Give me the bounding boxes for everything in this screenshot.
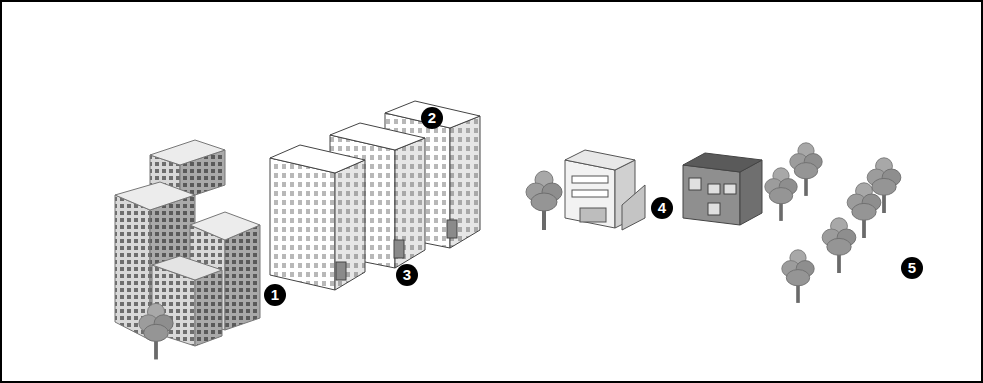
house-window: [724, 184, 736, 194]
tower-face: [225, 225, 260, 330]
callout-number: 4: [651, 197, 673, 219]
house-roof: [565, 150, 635, 170]
callout-number: 3: [396, 264, 418, 286]
office-face: [270, 158, 335, 290]
tree: [822, 218, 856, 273]
office-roof: [385, 101, 480, 128]
house-window: [708, 184, 720, 194]
office-face: [335, 160, 365, 290]
tree: [782, 250, 814, 303]
house-window: [572, 176, 608, 183]
tree: [765, 168, 797, 221]
house-face: [683, 165, 740, 225]
callout-number: 2: [421, 107, 443, 129]
house-garage: [580, 208, 606, 222]
office-face: [395, 138, 425, 268]
tree: [790, 143, 822, 196]
tree: [847, 183, 881, 238]
house-window: [708, 203, 720, 215]
tower-roof: [152, 256, 222, 280]
office-door: [336, 262, 346, 280]
house-face: [565, 160, 615, 228]
tower-roof: [150, 140, 225, 165]
tree: [526, 171, 562, 230]
house-window: [689, 178, 701, 190]
house-roof: [683, 153, 762, 172]
callout-number: 1: [264, 284, 286, 306]
house-window: [572, 190, 608, 197]
tree: [139, 303, 173, 359]
tower-roof: [115, 182, 195, 210]
callout-number: 5: [901, 257, 923, 279]
tower-face: [195, 270, 222, 346]
house-stairs: [622, 185, 645, 230]
tower-roof: [190, 212, 260, 240]
office-roof: [330, 123, 425, 150]
office-door: [394, 240, 404, 258]
office-roof: [270, 145, 365, 173]
office-door: [447, 220, 457, 238]
